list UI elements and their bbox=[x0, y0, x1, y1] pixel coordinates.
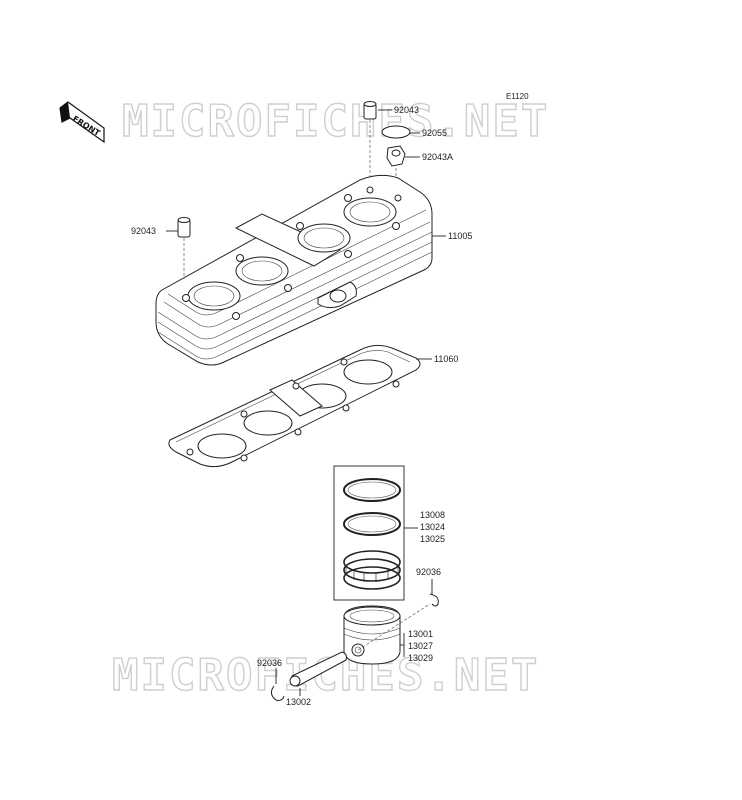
watermark-top: MICROFICHES.NET bbox=[122, 96, 549, 147]
circlip-left bbox=[270, 685, 285, 701]
front-arrow-icon: FRONT bbox=[59, 101, 105, 144]
label-13029: 13029 bbox=[408, 653, 433, 663]
label-92036-left: 92036 bbox=[257, 658, 282, 668]
label-13002: 13002 bbox=[286, 697, 311, 707]
label-11005: 11005 bbox=[448, 231, 472, 241]
piston-pin bbox=[289, 651, 347, 687]
o-ring bbox=[381, 125, 411, 139]
label-92043-left: 92043 bbox=[131, 226, 156, 236]
watermark-bottom: MICROFICHES.NET bbox=[112, 650, 539, 701]
circlip-right bbox=[429, 593, 439, 607]
knock-pin-top bbox=[363, 101, 377, 120]
label-13001: 13001 bbox=[408, 629, 433, 639]
base-gasket bbox=[168, 344, 421, 468]
label-92055: 92055 bbox=[422, 128, 447, 138]
label-92043a: 92043A bbox=[422, 152, 453, 162]
knock-pin-left bbox=[177, 217, 191, 238]
label-92043-top: 92043 bbox=[394, 105, 419, 115]
label-13024: 13024 bbox=[420, 522, 445, 532]
piston bbox=[343, 603, 431, 665]
knock-pin-a bbox=[386, 145, 406, 167]
label-13008: 13008 bbox=[420, 510, 445, 520]
diagram-code: E1120 bbox=[506, 92, 529, 101]
label-13025: 13025 bbox=[420, 534, 445, 544]
label-11060: 11060 bbox=[434, 354, 458, 364]
piston-ring-set bbox=[333, 465, 405, 601]
cylinder-block bbox=[155, 174, 433, 366]
label-13027: 13027 bbox=[408, 641, 433, 651]
label-92036-right: 92036 bbox=[416, 567, 441, 577]
